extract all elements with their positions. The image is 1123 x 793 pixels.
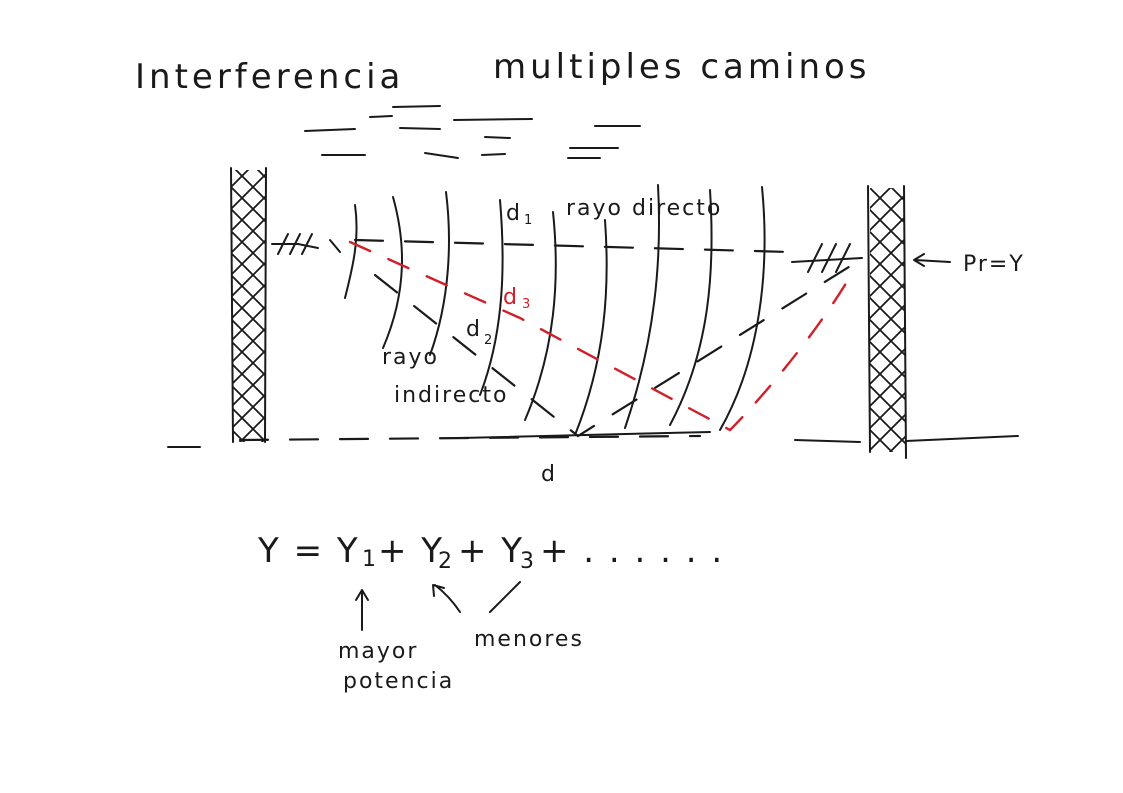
left-tower: [230, 167, 267, 443]
label-rayo-directo: rayo directo: [566, 196, 722, 221]
right-antenna: [791, 243, 863, 273]
eq-plus-y2: + Y: [378, 531, 444, 571]
sky-strokes: [304, 105, 641, 159]
label-rayo-indirecto-2: indirecto: [394, 383, 508, 408]
arrow-menores-y2: [432, 584, 461, 613]
label-pr: Pr=Y: [963, 252, 1025, 277]
indirect-ray-d3: [348, 240, 857, 432]
label-d2: d: [466, 317, 482, 342]
eq-tail: + . . . . . .: [540, 531, 724, 571]
wavefronts: [344, 184, 766, 436]
arrow-mayor: [355, 589, 369, 631]
ground-line: [167, 431, 1019, 448]
eq-y-equals-y: Y = Y: [257, 531, 360, 571]
left-antenna: [271, 233, 341, 255]
label-d2-sub: 2: [484, 333, 492, 348]
label-potencia: potencia: [343, 669, 454, 694]
label-menores: menores: [474, 627, 584, 652]
label-d1-sub: 1: [524, 213, 532, 228]
equation: Y = Y 1 + Y 2 + Y 3 + . . . . . .: [257, 531, 724, 574]
direct-ray: [353, 238, 792, 254]
label-d3: d: [503, 285, 519, 310]
label-d1: d: [506, 201, 522, 226]
indirect-ray-d2: [373, 258, 862, 438]
label-distance-d: d: [541, 462, 557, 487]
eq-sub-2: 2: [438, 549, 454, 574]
label-d3-sub: 3: [522, 297, 530, 312]
pr-arrow: [913, 253, 951, 267]
title-multiples-caminos: multiples caminos: [493, 47, 871, 87]
eq-sub-3: 3: [520, 549, 536, 574]
stroke-menores-y3: [489, 581, 521, 613]
eq-plus-y3: + Y: [458, 531, 524, 571]
label-rayo-indirecto-1: rayo: [382, 345, 439, 370]
title-interferencia: Interferencia: [135, 57, 404, 97]
label-mayor: mayor: [338, 639, 418, 664]
eq-sub-1: 1: [362, 547, 378, 572]
right-tower: [867, 185, 907, 459]
